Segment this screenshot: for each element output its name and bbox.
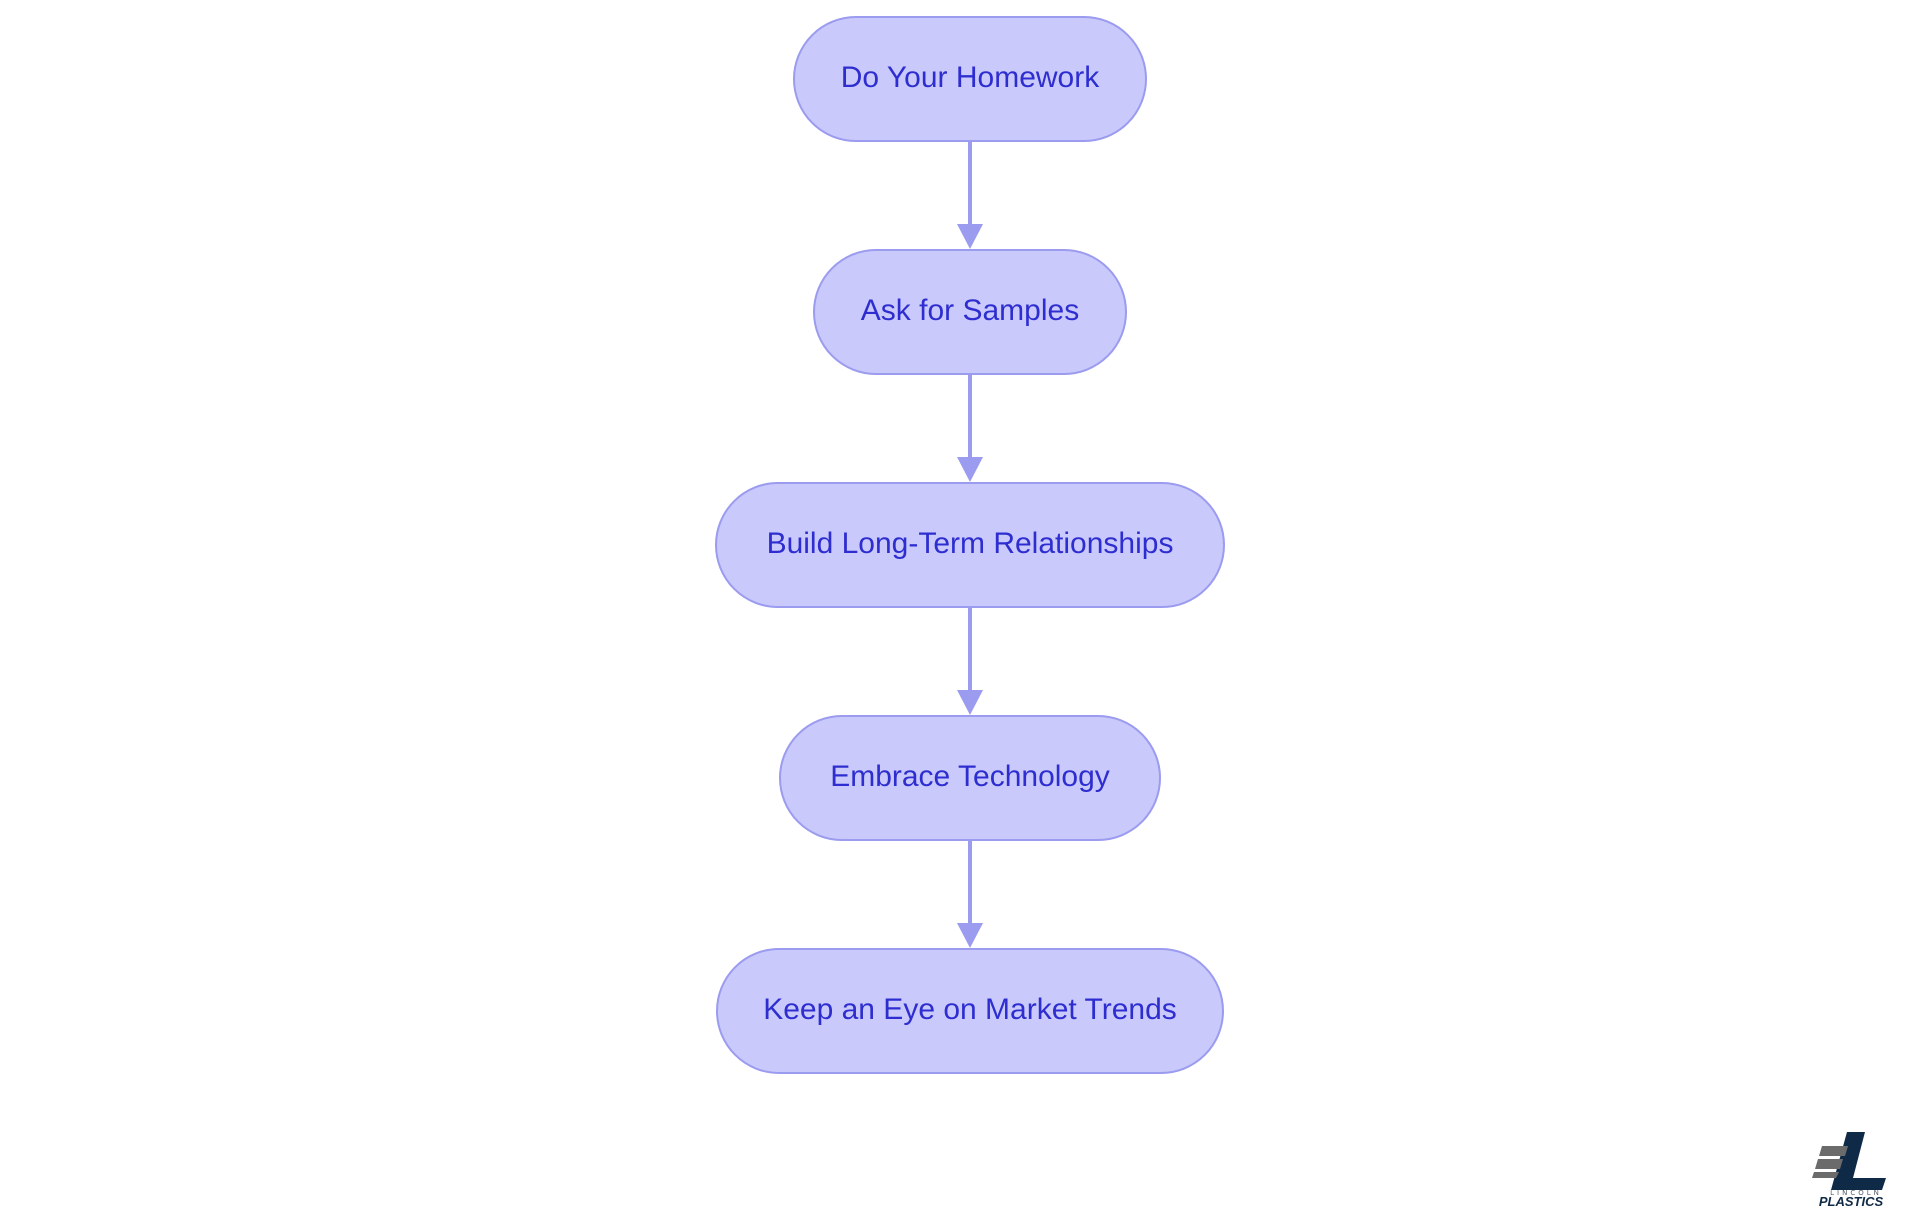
edge-homework-to-samples xyxy=(957,141,983,249)
node-label: Do Your Homework xyxy=(841,61,1100,94)
node-label: Ask for Samples xyxy=(861,294,1079,327)
logo-text-lincoln: LINCOLN xyxy=(1830,1189,1882,1197)
logo-mark-icon xyxy=(1812,1132,1886,1190)
node-label: Build Long-Term Relationships xyxy=(767,527,1174,560)
lincoln-plastics-logo: LINCOLN PLASTICS xyxy=(1812,1132,1886,1209)
flow-node-ask-for-samples[interactable]: Ask for Samples xyxy=(813,249,1127,375)
flow-node-embrace-technology[interactable]: Embrace Technology xyxy=(779,715,1161,841)
logo-text-plastics: PLASTICS xyxy=(1819,1194,1884,1209)
edge-relationships-to-technology xyxy=(957,607,983,715)
flow-node-do-your-homework[interactable]: Do Your Homework xyxy=(793,16,1147,142)
flow-node-keep-an-eye-on-market-trends[interactable]: Keep an Eye on Market Trends xyxy=(716,948,1224,1074)
node-label: Embrace Technology xyxy=(830,760,1110,793)
flow-node-build-long-term-relationships[interactable]: Build Long-Term Relationships xyxy=(715,482,1225,608)
edge-technology-to-trends xyxy=(957,840,983,948)
edges xyxy=(957,141,983,948)
edge-samples-to-relationships xyxy=(957,374,983,482)
node-label: Keep an Eye on Market Trends xyxy=(763,993,1177,1026)
